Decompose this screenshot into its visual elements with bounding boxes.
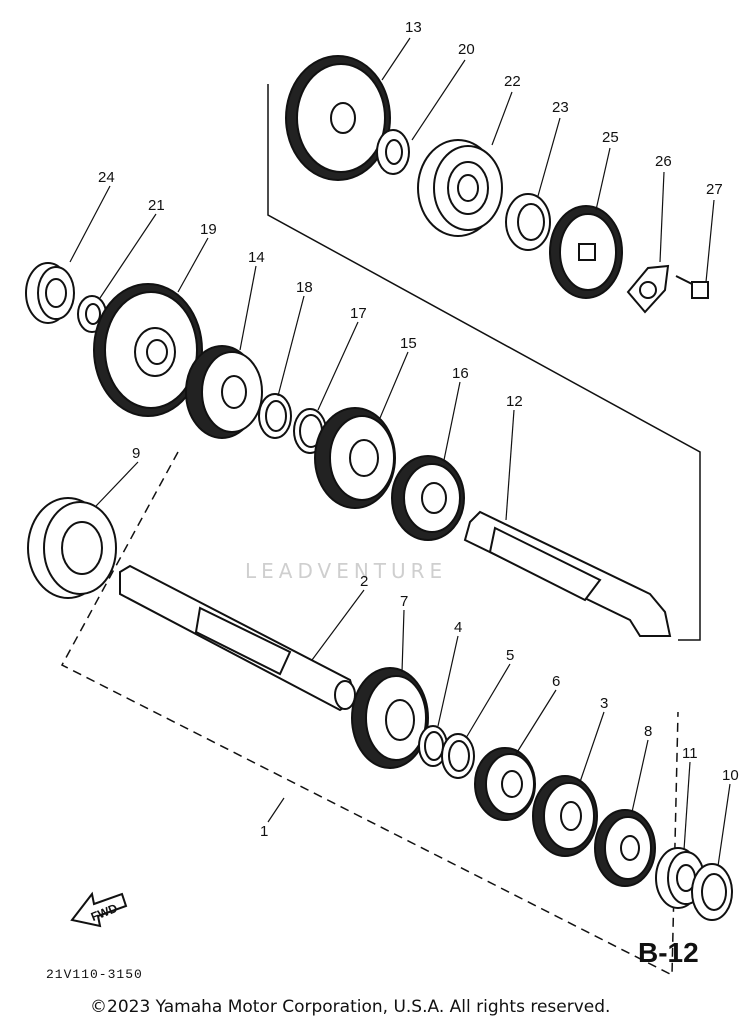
callout-22: 22 [504, 73, 521, 90]
callout-7: 7 [400, 593, 408, 610]
part-6-gear [474, 747, 536, 821]
part-26-lock-washer [626, 264, 670, 314]
callout-12: 12 [506, 393, 523, 410]
copyright-notice: ©2023 Yamaha Motor Corporation, U.S.A. A… [90, 997, 610, 1017]
output-shaft-group-frame [267, 84, 701, 641]
callout-19: 19 [200, 221, 217, 238]
callout-27: 27 [706, 181, 723, 198]
callout-10: 10 [722, 767, 739, 784]
callout-14: 14 [248, 249, 265, 266]
part-19-gear [93, 283, 203, 417]
part-20-collar [376, 129, 410, 175]
callout-26: 26 [655, 153, 672, 170]
callout-25: 25 [602, 129, 619, 146]
part-2-drive-axle [119, 564, 358, 712]
part-7-gear [351, 667, 429, 769]
watermark: LEADVENTURE [245, 559, 447, 583]
input-shaft-group-frame [60, 451, 679, 977]
part-23-oil-seal [505, 193, 551, 251]
callout-5: 5 [506, 647, 514, 664]
part-27-bolt [675, 275, 709, 299]
part-8-gear [594, 809, 656, 887]
part-22-bearing [417, 139, 503, 237]
callout-1: 1 [260, 823, 268, 840]
callout-9: 9 [132, 445, 140, 462]
part-24-bearing [25, 262, 75, 324]
callout-11: 11 [682, 745, 698, 762]
callout-17: 17 [350, 305, 367, 322]
callout-13: 13 [405, 19, 422, 36]
part-10-oil-seal [691, 863, 733, 921]
fwd-arrow: FWD [70, 891, 128, 928]
callout-2: 2 [360, 573, 368, 590]
callout-20: 20 [458, 41, 475, 58]
callout-numbers: 13 20 22 23 25 26 27 24 21 19 14 18 17 1… [98, 19, 739, 840]
page-code: B-12 [638, 937, 699, 968]
part-14-gear [185, 345, 263, 439]
part-12-main-axle [463, 510, 672, 637]
part-13-gear [285, 55, 391, 181]
callout-16: 16 [452, 365, 469, 382]
part-25-drive-sprocket [549, 205, 623, 299]
callout-21: 21 [148, 197, 165, 214]
part-5-circlip [441, 733, 475, 779]
callout-8: 8 [644, 723, 652, 740]
callout-18: 18 [296, 279, 313, 296]
callout-3: 3 [600, 695, 608, 712]
callout-4: 4 [454, 619, 462, 636]
drawing-code: 21V110-3150 [46, 967, 143, 982]
callout-24: 24 [98, 169, 115, 186]
part-16-gear [391, 455, 465, 541]
leader-lines [69, 37, 731, 867]
part-15-gear [314, 407, 396, 509]
callout-23: 23 [552, 99, 569, 116]
part-3-gear [532, 775, 598, 857]
callout-15: 15 [400, 335, 417, 352]
part-9-bearing [27, 497, 117, 599]
part-18-washer [258, 393, 292, 439]
callout-6: 6 [552, 673, 560, 690]
